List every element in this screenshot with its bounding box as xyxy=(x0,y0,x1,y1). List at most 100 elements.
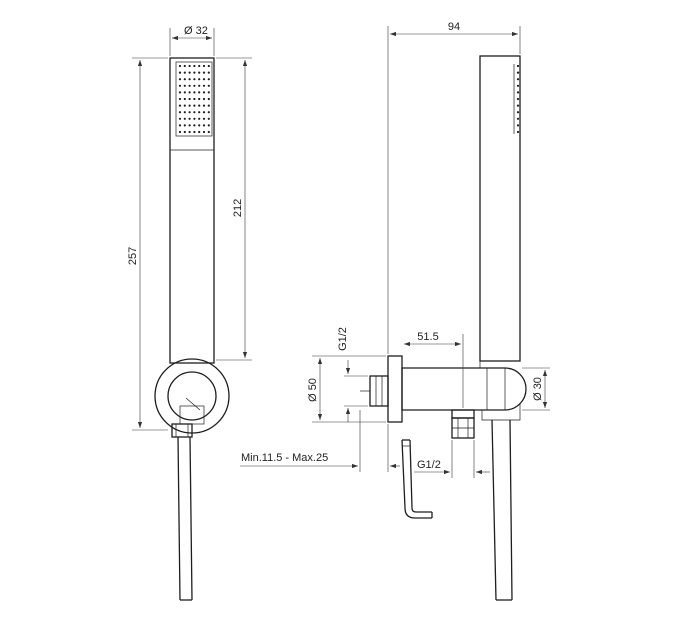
nozzle-dot xyxy=(198,84,201,87)
nozzle-dot xyxy=(202,78,206,81)
nozzle-dot xyxy=(183,78,186,81)
inlet-nipple xyxy=(369,375,389,407)
nozzle-dot xyxy=(207,84,210,87)
side-nozzle-dot xyxy=(516,64,520,68)
hose-side xyxy=(491,419,513,601)
dim-outlet-distance: 51.5 xyxy=(417,331,438,343)
nozzle-dot xyxy=(193,97,196,101)
side-nozzle-dot xyxy=(516,84,520,87)
side-nozzle-dot xyxy=(516,97,520,101)
side-nozzle-dot xyxy=(516,78,520,81)
nozzle-dot xyxy=(178,84,182,87)
nozzle-dot xyxy=(183,104,186,107)
nozzle-dot xyxy=(178,64,182,68)
nozzle-dot xyxy=(193,91,196,94)
side-view: 94 51.5 Ø 50 G1/2 Ø 30 Min.11.5 - Max.25 xyxy=(240,21,550,601)
spray-face xyxy=(175,61,213,137)
dim-inlet-thread: G1/2 xyxy=(337,327,349,351)
nozzle-dot xyxy=(188,91,191,94)
dim-total-height: 257 xyxy=(127,247,139,265)
nozzle-dot xyxy=(178,130,182,134)
dim-handle-diameter: Ø 32 xyxy=(184,25,208,37)
wall-flange xyxy=(387,355,403,423)
spray-nozzles xyxy=(178,64,210,134)
nozzle-dot xyxy=(183,97,186,101)
nozzle-dot xyxy=(207,104,210,107)
nozzle-dot xyxy=(198,130,201,134)
nozzle-dot xyxy=(188,84,191,87)
nozzle-dot xyxy=(202,124,206,127)
nozzle-dot xyxy=(178,117,182,120)
nozzle-dot xyxy=(178,111,182,114)
shower-handle-body xyxy=(169,57,215,364)
nozzle-dot xyxy=(207,91,210,94)
nozzle-dot xyxy=(188,64,191,68)
nozzle-dot xyxy=(178,91,182,94)
dim-outlet-thread: G1/2 xyxy=(417,459,441,471)
nozzle-dot xyxy=(207,130,210,134)
nozzle-dot xyxy=(202,84,206,87)
nozzle-dot xyxy=(188,111,191,114)
nozzle-dot xyxy=(202,71,206,74)
hose-connector xyxy=(171,423,193,438)
nozzle-dot xyxy=(183,111,186,114)
dim-flange-diameter: Ø 50 xyxy=(307,378,319,402)
nozzle-dot xyxy=(202,111,206,114)
side-nozzle-dot xyxy=(516,117,520,120)
nozzle-dot xyxy=(207,117,210,120)
dim-body-height: 212 xyxy=(232,199,244,217)
side-nozzle-dot xyxy=(516,124,520,127)
nozzle-dot xyxy=(178,97,182,101)
dim-adjustment-range: Min.11.5 - Max.25 xyxy=(241,452,328,464)
nozzle-dot xyxy=(188,97,191,101)
nozzle-dot xyxy=(202,91,206,94)
nozzle-dot xyxy=(188,117,191,120)
nozzle-dot xyxy=(183,71,186,74)
nozzle-dot xyxy=(198,78,201,81)
side-nozzle-dot xyxy=(516,104,520,107)
nozzle-dot xyxy=(183,124,186,127)
side-nozzle-dot xyxy=(516,130,520,134)
nozzle-dot xyxy=(193,71,196,74)
nozzle-dot xyxy=(207,64,210,68)
wall-holder-outer xyxy=(154,358,230,434)
nozzle-dot xyxy=(198,64,201,68)
dim-total-depth: 94 xyxy=(448,21,460,33)
nozzle-dot xyxy=(183,64,186,68)
nozzle-dot xyxy=(188,78,191,81)
wall-holder-inner xyxy=(167,371,217,421)
shower-handle-side xyxy=(479,55,521,362)
side-nozzles xyxy=(516,64,520,134)
nozzle-dot xyxy=(198,124,201,127)
nozzle-dot xyxy=(198,97,201,101)
nozzle-dot xyxy=(198,104,201,107)
nozzle-dot xyxy=(198,91,201,94)
nozzle-dot xyxy=(198,117,201,120)
nozzle-dot xyxy=(188,71,191,74)
hose-outlet xyxy=(451,409,475,419)
outlet-body xyxy=(401,367,527,411)
nozzle-dot xyxy=(178,78,182,81)
nozzle-dot xyxy=(207,97,210,101)
nozzle-dot xyxy=(188,124,191,127)
nozzle-dot xyxy=(207,71,210,74)
nozzle-dot xyxy=(178,124,182,127)
nozzle-dot xyxy=(183,91,186,94)
nozzle-dot xyxy=(193,84,196,87)
nozzle-dot xyxy=(207,78,210,81)
nozzle-dot xyxy=(183,117,186,120)
nozzle-dot xyxy=(193,78,196,81)
nozzle-dot xyxy=(202,64,206,68)
side-nozzle-dot xyxy=(516,71,520,74)
nozzle-dot xyxy=(198,111,201,114)
nozzle-dot xyxy=(193,64,196,68)
side-nozzle-dot xyxy=(516,91,520,94)
nozzle-dot xyxy=(193,111,196,114)
nozzle-dot xyxy=(202,97,206,101)
nozzle-dot xyxy=(193,104,196,107)
nozzle-dot xyxy=(202,130,206,134)
nozzle-dot xyxy=(202,104,206,107)
nozzle-dot xyxy=(188,104,191,107)
nozzle-dot xyxy=(188,130,191,134)
